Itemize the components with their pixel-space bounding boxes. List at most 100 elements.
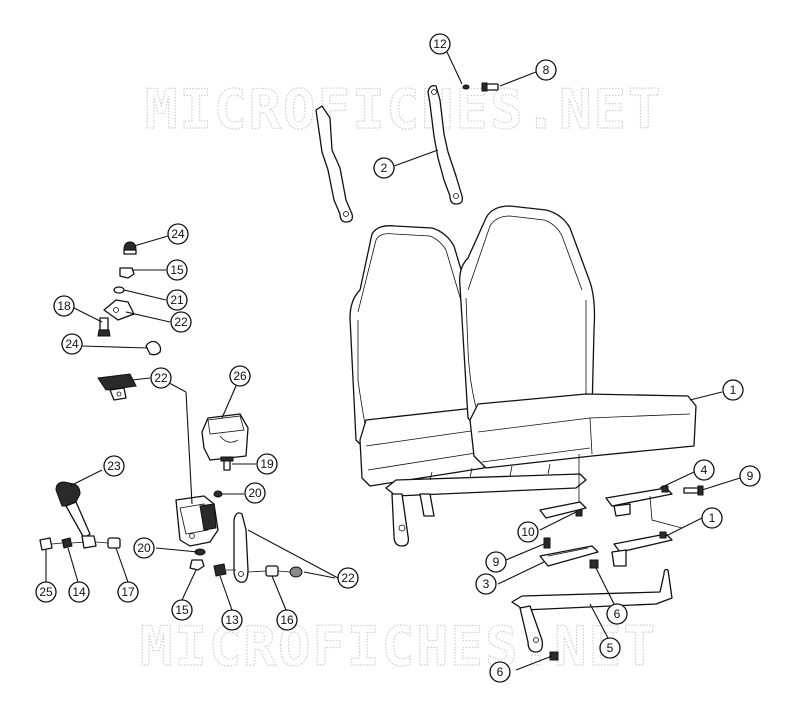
callout-8: 8 [535, 59, 557, 81]
part-17-spacer [107, 537, 121, 549]
callout-14: 14 [68, 581, 90, 603]
watermark-bottom: MICROFICHES.NET [140, 615, 658, 678]
svg-text:16: 16 [280, 613, 294, 627]
svg-text:23: 23 [107, 459, 121, 473]
svg-text:20: 20 [137, 541, 151, 555]
callout-5: 5 [599, 637, 621, 659]
callout-23: 23 [103, 455, 125, 477]
assembly-line-buckle [226, 569, 291, 573]
svg-text:15: 15 [175, 603, 189, 617]
svg-text:24: 24 [65, 337, 79, 351]
part-24-cap-lower [145, 340, 162, 356]
part-9-bolt-upper [683, 485, 704, 496]
part-22-cap-lower [289, 566, 303, 578]
part-1-rail-left [539, 501, 587, 519]
callout-2: 2 [373, 157, 395, 179]
callout-1-rail: 1 [701, 507, 723, 529]
part-6-nut-upper [589, 559, 599, 569]
part-5-seat-base [511, 568, 673, 653]
part-23-belt-latch [55, 481, 97, 549]
callout-15-lower: 15 [171, 599, 193, 621]
part-18-bolt [97, 317, 111, 337]
part-16-spacer [265, 565, 279, 577]
svg-text:20: 20 [248, 486, 262, 500]
part-22-buckle-assembly [175, 495, 219, 547]
part-1-slide-rail-lower [611, 531, 673, 567]
part-25-nut [39, 537, 53, 551]
watermark-top: MICROFICHES.NET [145, 78, 663, 141]
part-3-bracket [539, 545, 599, 567]
part-22-bracket-small [103, 299, 135, 321]
callout-21: 21 [166, 289, 188, 311]
callout-17: 17 [117, 581, 139, 603]
callout-1-seat: 1 [722, 379, 744, 401]
callout-10: 10 [517, 521, 539, 543]
callout-6-lower: 6 [489, 661, 511, 683]
svg-text:1: 1 [730, 383, 737, 397]
part-12-washer [462, 84, 470, 90]
svg-text:19: 19 [260, 457, 274, 471]
part-19-bolt [220, 456, 234, 471]
callout-22-top: 22 [170, 311, 192, 333]
svg-text:17: 17 [121, 585, 135, 599]
svg-text:22: 22 [174, 315, 188, 329]
svg-text:21: 21 [170, 293, 184, 307]
callout-22-lower: 22 [337, 567, 359, 589]
seat-base-frame [385, 463, 587, 547]
callout-3: 3 [475, 573, 497, 595]
callout-9-lower: 9 [485, 551, 507, 573]
svg-text:15: 15 [170, 263, 184, 277]
svg-text:13: 13 [225, 613, 239, 627]
part-9-bolt-lower [543, 537, 551, 549]
svg-text:14: 14 [72, 585, 86, 599]
callout-26: 26 [229, 365, 251, 387]
svg-text:2: 2 [381, 161, 388, 175]
part-21-washer [113, 286, 125, 294]
svg-text:22: 22 [154, 371, 168, 385]
svg-text:9: 9 [493, 555, 500, 569]
svg-text:1: 1 [709, 511, 716, 525]
callout-24-top: 24 [167, 223, 189, 245]
callout-4: 4 [693, 459, 715, 481]
assembly-line-belt [51, 541, 109, 545]
svg-text:9: 9 [747, 469, 754, 483]
part-15-nut-lower [189, 559, 205, 571]
svg-text:4: 4 [701, 463, 708, 477]
svg-text:24: 24 [171, 227, 185, 241]
callout-20-upper: 20 [244, 482, 266, 504]
callout-18: 18 [53, 295, 75, 317]
callout-15-top: 15 [166, 259, 188, 281]
svg-text:10: 10 [521, 525, 535, 539]
callout-16: 16 [276, 609, 298, 631]
svg-text:22: 22 [341, 571, 355, 585]
part-15-nut-upper [119, 267, 135, 279]
part-2-support-bar-left [315, 105, 354, 223]
seat-right [459, 205, 697, 469]
callout-22-tongue: 22 [150, 367, 172, 389]
callout-24-left: 24 [61, 333, 83, 355]
callout-13: 13 [221, 609, 243, 631]
callout-12: 12 [429, 33, 451, 55]
seat-left [349, 225, 485, 487]
svg-text:6: 6 [614, 607, 621, 621]
part-20-washer-upper [213, 490, 223, 498]
svg-text:8: 8 [543, 63, 550, 77]
svg-text:3: 3 [483, 577, 490, 591]
svg-text:5: 5 [607, 641, 614, 655]
callout-25: 25 [35, 581, 57, 603]
callout-9-upper: 9 [739, 465, 761, 487]
part-22-belt-bracket [233, 512, 249, 583]
part-24-cap [123, 241, 137, 255]
part-26-buckle-cover [201, 413, 249, 461]
part-2-support-bar-right [427, 84, 464, 205]
part-4-slide-rail [605, 485, 673, 517]
svg-text:18: 18 [57, 299, 71, 313]
part-22-buckle-tongue [97, 373, 137, 401]
callout-19: 19 [256, 453, 278, 475]
svg-text:26: 26 [233, 369, 247, 383]
callouts: 12 8 2 24 15 21 18 22 24 22 26 1 23 19 2… [35, 33, 761, 683]
assembly-line-rail [649, 495, 683, 529]
part-8-bolt [481, 82, 499, 92]
svg-text:12: 12 [433, 37, 447, 51]
callout-20-lower: 20 [133, 537, 155, 559]
